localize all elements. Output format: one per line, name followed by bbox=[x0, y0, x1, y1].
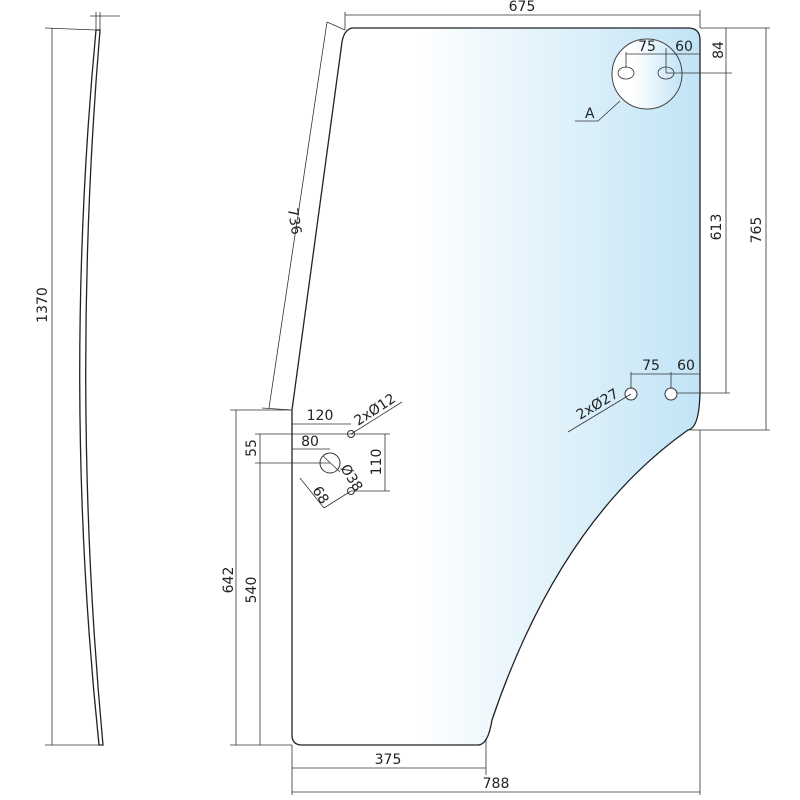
dim-total-width: 788 bbox=[483, 776, 510, 792]
dim-top-width: 675 bbox=[509, 0, 536, 15]
dim-upper-offset: 84 bbox=[711, 41, 727, 59]
glass-outline bbox=[291, 27, 701, 746]
detail-label: A bbox=[585, 106, 595, 122]
dim-total-height: 1370 bbox=[35, 287, 51, 323]
dim-top-hole-spacing: 75 bbox=[638, 39, 656, 55]
dim-left-inner: 540 bbox=[244, 577, 260, 604]
dim-center-vertical: 55 bbox=[244, 439, 260, 457]
dim-slanted-edge: 736 bbox=[284, 207, 304, 236]
dim-left-outer: 642 bbox=[221, 567, 237, 594]
dim-center-hole-offset: 80 bbox=[301, 434, 319, 450]
dim-top-hole-edge: 60 bbox=[675, 39, 693, 55]
dim-bottom-width: 375 bbox=[375, 752, 402, 768]
side-profile bbox=[79, 29, 104, 746]
dim-lower-height: 613 bbox=[709, 214, 725, 241]
dim-right-total: 765 bbox=[749, 217, 765, 244]
dim-hole-spacing: 110 bbox=[369, 449, 385, 476]
hole-27 bbox=[664, 387, 678, 401]
dim-mid-hole-edge: 60 bbox=[677, 358, 695, 374]
dim-mid-hole-spacing: 75 bbox=[642, 358, 660, 374]
detail-a-circle bbox=[611, 38, 683, 110]
dim-left-hole-offset: 120 bbox=[307, 408, 334, 424]
